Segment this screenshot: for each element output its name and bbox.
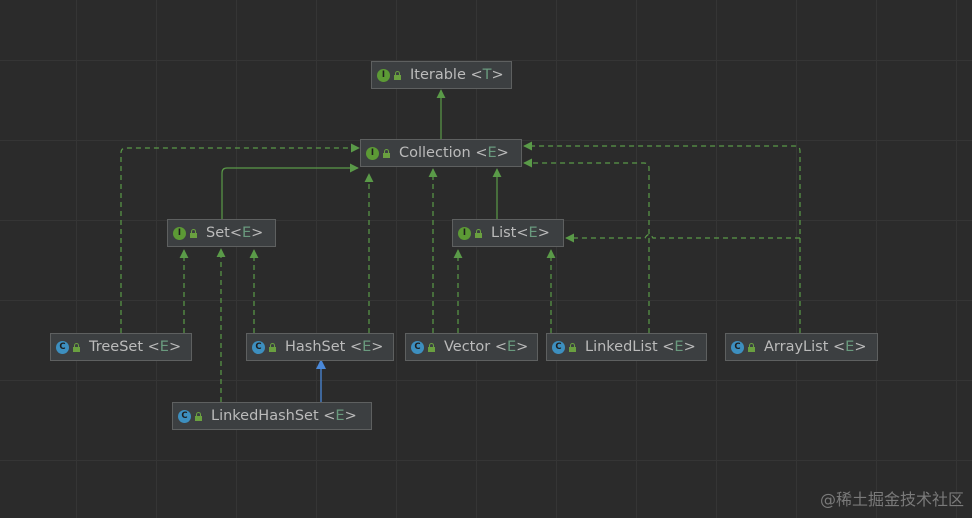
node-label: ArrayList: [764, 339, 829, 355]
type-parameter: E: [528, 225, 538, 241]
node-hashset[interactable]: C HashSet <E>: [246, 333, 394, 361]
lock-icon: [428, 342, 435, 352]
node-label: Set: [206, 225, 230, 241]
class-icon: C: [411, 340, 424, 354]
node-label: TreeSet: [89, 339, 144, 355]
node-treeset[interactable]: C TreeSet <E>: [50, 333, 192, 361]
node-label: Collection: [399, 145, 471, 161]
class-icon: C: [56, 340, 69, 354]
lock-icon: [383, 148, 390, 158]
lock-icon: [394, 70, 401, 80]
node-iterable[interactable]: I Iterable <T>: [371, 61, 512, 89]
node-label: LinkedList: [585, 339, 658, 355]
node-set[interactable]: I Set<E>: [167, 219, 276, 247]
edge-arraylist-to-collection: [523, 141, 801, 333]
lock-icon: [73, 342, 80, 352]
lock-icon: [748, 342, 755, 352]
type-parameter: E: [674, 339, 684, 355]
node-collection[interactable]: I Collection <E>: [360, 139, 522, 167]
node-linkedlist[interactable]: C LinkedList <E>: [546, 333, 707, 361]
lock-icon: [190, 228, 197, 238]
node-label: Iterable: [410, 67, 466, 83]
node-label: Vector: [444, 339, 491, 355]
node-label: LinkedHashSet: [211, 408, 319, 424]
type-parameter: T: [482, 67, 492, 83]
node-list[interactable]: I List<E>: [452, 219, 564, 247]
edge-set-to-collection: [221, 163, 359, 219]
lock-icon: [269, 342, 276, 352]
type-parameter: E: [335, 408, 345, 424]
type-parameter: E: [487, 145, 497, 161]
type-parameter: E: [362, 339, 372, 355]
edge-linkedlist-to-collection: [523, 158, 650, 333]
interface-icon: I: [366, 146, 379, 160]
lock-icon: [569, 342, 576, 352]
class-icon: C: [552, 340, 565, 354]
watermark: @稀土掘金技术社区: [819, 490, 964, 509]
class-icon: C: [731, 340, 744, 354]
type-parameter: E: [241, 225, 252, 241]
node-vector[interactable]: C Vector <E>: [405, 333, 538, 361]
node-label: List: [491, 225, 517, 241]
class-icon: C: [178, 409, 191, 423]
interface-icon: I: [377, 68, 390, 82]
edge-arraylist-to-list: [565, 233, 800, 243]
lock-icon: [475, 228, 482, 238]
node-label: HashSet: [285, 339, 346, 355]
edge-treeset-to-collection: [120, 143, 360, 333]
node-arraylist[interactable]: C ArrayList <E>: [725, 333, 878, 361]
type-parameter: E: [159, 339, 169, 355]
lock-icon: [195, 411, 202, 421]
type-parameter: E: [845, 339, 855, 355]
type-parameter: E: [506, 339, 517, 355]
class-icon: C: [252, 340, 265, 354]
node-linkedhashset[interactable]: C LinkedHashSet <E>: [172, 402, 372, 430]
interface-icon: I: [173, 226, 186, 240]
interface-icon: I: [458, 226, 471, 240]
